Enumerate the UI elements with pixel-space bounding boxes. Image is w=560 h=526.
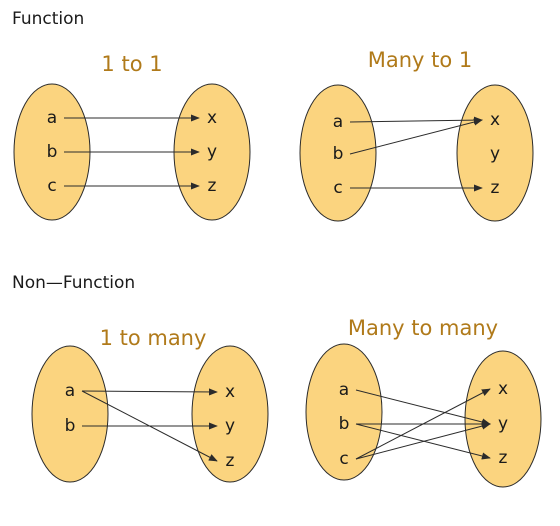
domain-element-label: b [47,142,58,162]
domain-element-label: b [333,144,344,164]
mapping-panel: abc xyz [299,84,534,222]
panel-title-one-to-many: 1 to many [100,326,207,350]
mapping-panel: abc xyz [305,343,542,488]
domain-element-label: a [65,381,75,401]
domain-element-label: a [47,108,57,128]
panel-title-many-to-many: Many to many [348,316,498,340]
mapping-arrow [355,388,491,460]
codomain-element-label: y [490,144,500,164]
mapping-arrow [355,389,491,426]
domain-element-label: c [339,449,348,469]
panel-title-one-to-one: 1 to 1 [101,52,162,76]
domain-element-label: b [339,414,350,434]
section-label-function: Function [12,9,84,29]
domain-element-label: a [339,380,349,400]
codomain-set-ellipse [191,345,269,483]
codomain-element-label: x [207,108,217,128]
section-label-non-function: Non—Function [12,273,135,293]
mapping-panel: ab xyz [31,345,269,483]
domain-set-ellipse [299,84,377,222]
domain-element-label: b [65,416,76,436]
domain-set-ellipse [305,343,383,481]
codomain-element-label: x [490,110,500,130]
domain-set-ellipse [31,345,109,483]
codomain-element-label: y [498,414,508,434]
codomain-element-label: x [498,379,508,399]
codomain-element-label: z [208,176,217,196]
mapping-panel: abc xyz [13,83,251,221]
mapping-arrow [349,118,483,155]
domain-element-label: a [333,112,343,132]
codomain-element-label: x [225,382,235,402]
mapping-arrow [349,116,483,124]
codomain-element-label: z [491,178,500,198]
panel-title-many-to-one: Many to 1 [368,48,473,72]
codomain-element-label: z [226,451,235,471]
domain-element-label: c [47,176,56,196]
domain-element-label: c [333,178,342,198]
mapping-arrow [355,422,491,460]
codomain-element-label: y [225,416,235,436]
codomain-element-label: y [207,142,217,162]
codomain-element-label: z [499,448,508,468]
mapping-arrow [81,388,218,396]
